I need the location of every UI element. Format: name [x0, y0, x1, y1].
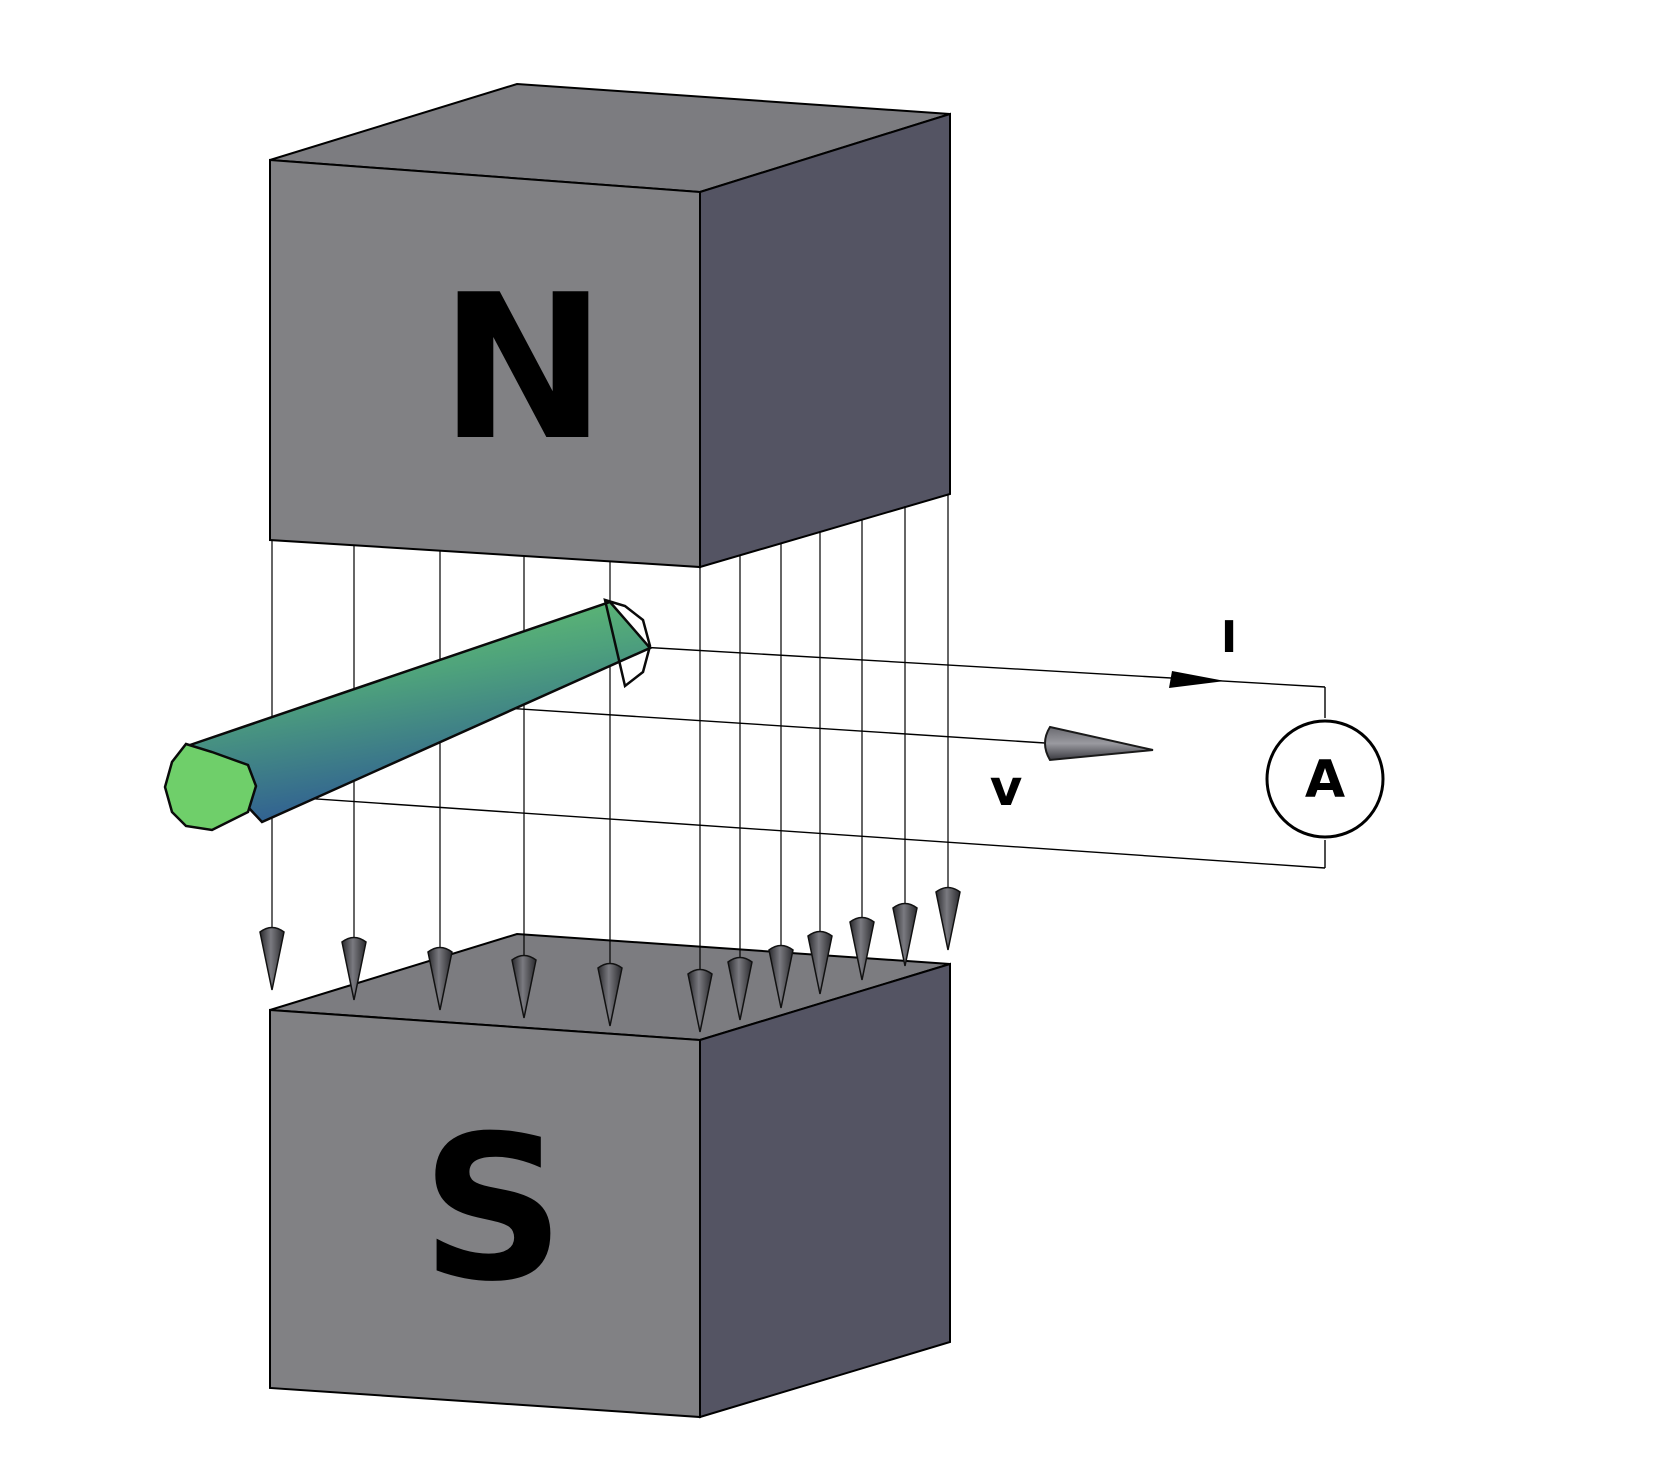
- field-arrowhead: [849, 916, 875, 981]
- ammeter-label: A: [1305, 750, 1345, 810]
- velocity-guide-line: [504, 707, 1046, 744]
- north-magnet: N: [269, 82, 951, 569]
- field-arrowhead: [807, 930, 833, 995]
- current-arrowhead: [1169, 671, 1225, 688]
- current-label: I: [1221, 612, 1237, 663]
- field-arrowhead: [427, 946, 453, 1011]
- field-arrowhead: [597, 962, 623, 1027]
- south-magnet-side-face: [699, 962, 951, 1419]
- magnetic-field-lines: [259, 494, 961, 1033]
- field-arrowhead: [511, 954, 537, 1019]
- field-arrowhead: [341, 936, 367, 1001]
- ammeter: A: [1265, 719, 1385, 839]
- north-magnet-side-face: [699, 112, 951, 569]
- rod-body: [187, 600, 653, 824]
- velocity-label: v: [990, 759, 1023, 817]
- field-arrowhead: [259, 926, 285, 991]
- rod-far-cap: [603, 598, 652, 689]
- field-arrowhead: [935, 886, 961, 951]
- lower-wire: [214, 791, 1326, 869]
- north-pole-label: N: [439, 252, 606, 485]
- south-magnet-front-face: [269, 1008, 701, 1419]
- field-arrowhead: [768, 944, 794, 1009]
- field-arrowhead: [687, 968, 713, 1033]
- south-pole-label: S: [421, 1093, 565, 1326]
- conductor-rod: [163, 598, 653, 832]
- velocity-arrow: v: [990, 725, 1154, 817]
- field-arrowhead: [892, 902, 918, 967]
- velocity-arrowhead: [1044, 725, 1154, 762]
- ammeter-dial: [1265, 719, 1385, 839]
- rod-end-cap: [163, 742, 258, 832]
- field-arrowhead: [727, 956, 753, 1021]
- current-arrow: I: [1169, 612, 1237, 688]
